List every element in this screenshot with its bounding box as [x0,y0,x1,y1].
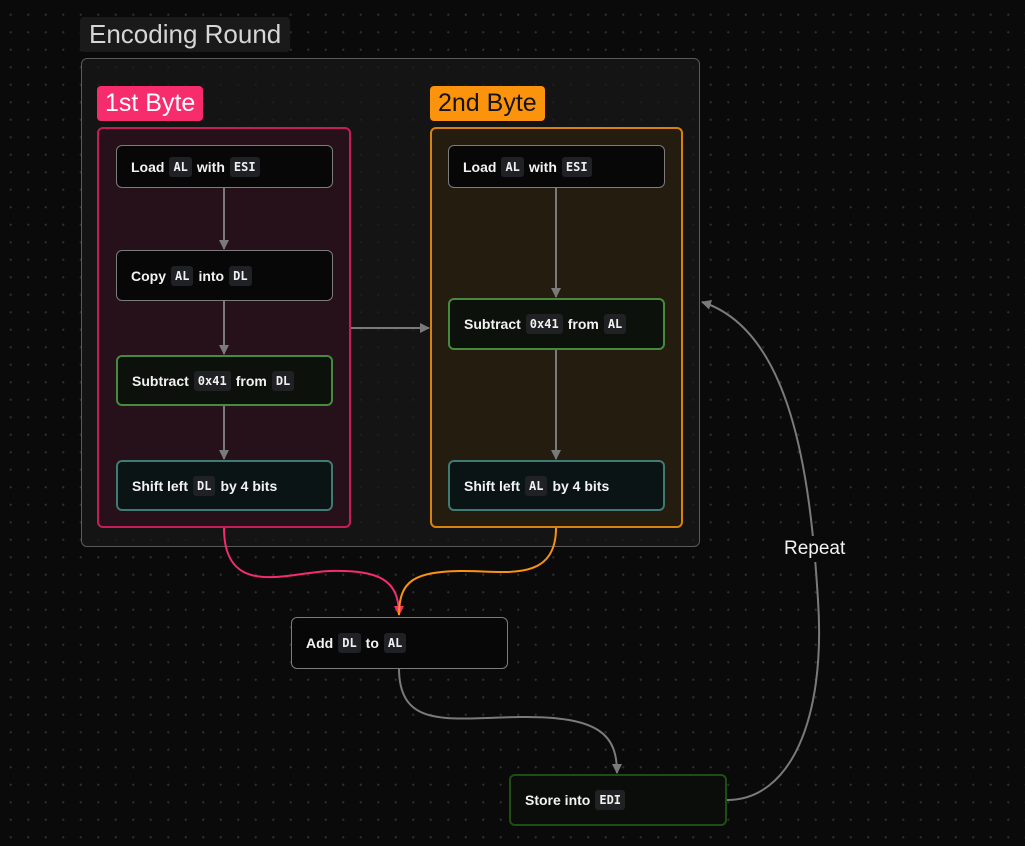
node-text: Load [131,158,165,175]
register-code: AL [383,633,407,653]
hex-code: 0x41 [525,314,563,334]
register-code: AL [525,475,548,496]
hex-code: 0x41 [193,370,231,391]
node-text: Load [463,158,497,175]
edge-add-to-store [398,667,622,774]
register-code: AL [171,265,194,286]
second-byte-label: 2nd Byte [430,86,545,121]
edge-second-to-add [398,527,557,616]
node-b1-shift-left-dl[interactable]: Shift left DL by 4 bits [116,460,333,511]
node-text: from [567,316,599,332]
node-text: with [196,158,225,175]
node-b2-shift-left-al[interactable]: Shift left AL by 4 bits [448,460,665,511]
register-code: ESI [561,156,592,177]
node-b1-copy-al-into-dl[interactable]: Copy AL into DL [116,250,333,301]
register-code: DL [338,633,361,653]
node-text: Shift left [464,477,520,494]
node-text: Subtract [132,372,189,389]
first-byte-label: 1st Byte [97,86,204,121]
register-code: DL [271,370,295,391]
node-text: from [235,372,267,389]
repeat-edge-label: Repeat [777,536,853,562]
register-code: DL [193,475,216,496]
node-store-into-edi[interactable]: Store into EDI [509,774,727,826]
node-b2-subtract-0x41-from-al[interactable]: Subtract 0x41 from AL [448,298,665,350]
node-text: with [528,158,557,175]
edge-first-to-add [223,527,404,616]
node-text: by 4 bits [552,477,610,494]
register-code: AL [169,156,192,177]
node-text: Store into [525,792,591,808]
node-b1-subtract-0x41-from-dl[interactable]: Subtract 0x41 from DL [116,355,333,406]
node-text: Shift left [132,477,188,494]
node-b2-load-al-with-esi[interactable]: Load AL with ESI [448,145,665,188]
node-text: Subtract [464,316,521,332]
node-text: Add [306,635,334,651]
register-code: DL [229,265,252,286]
register-code: AL [603,314,627,334]
encoding-round-title: Encoding Round [80,17,291,52]
node-text: to [365,635,379,651]
edge-store-repeat [701,299,821,801]
register-code: ESI [229,156,260,177]
node-text: Copy [131,267,166,284]
register-code: EDI [595,790,626,810]
node-add-dl-to-al[interactable]: Add DL to AL [291,617,508,669]
node-text: by 4 bits [220,477,278,494]
register-code: AL [501,156,524,177]
node-b1-load-al-with-esi[interactable]: Load AL with ESI [116,145,333,188]
node-text: into [198,267,225,284]
